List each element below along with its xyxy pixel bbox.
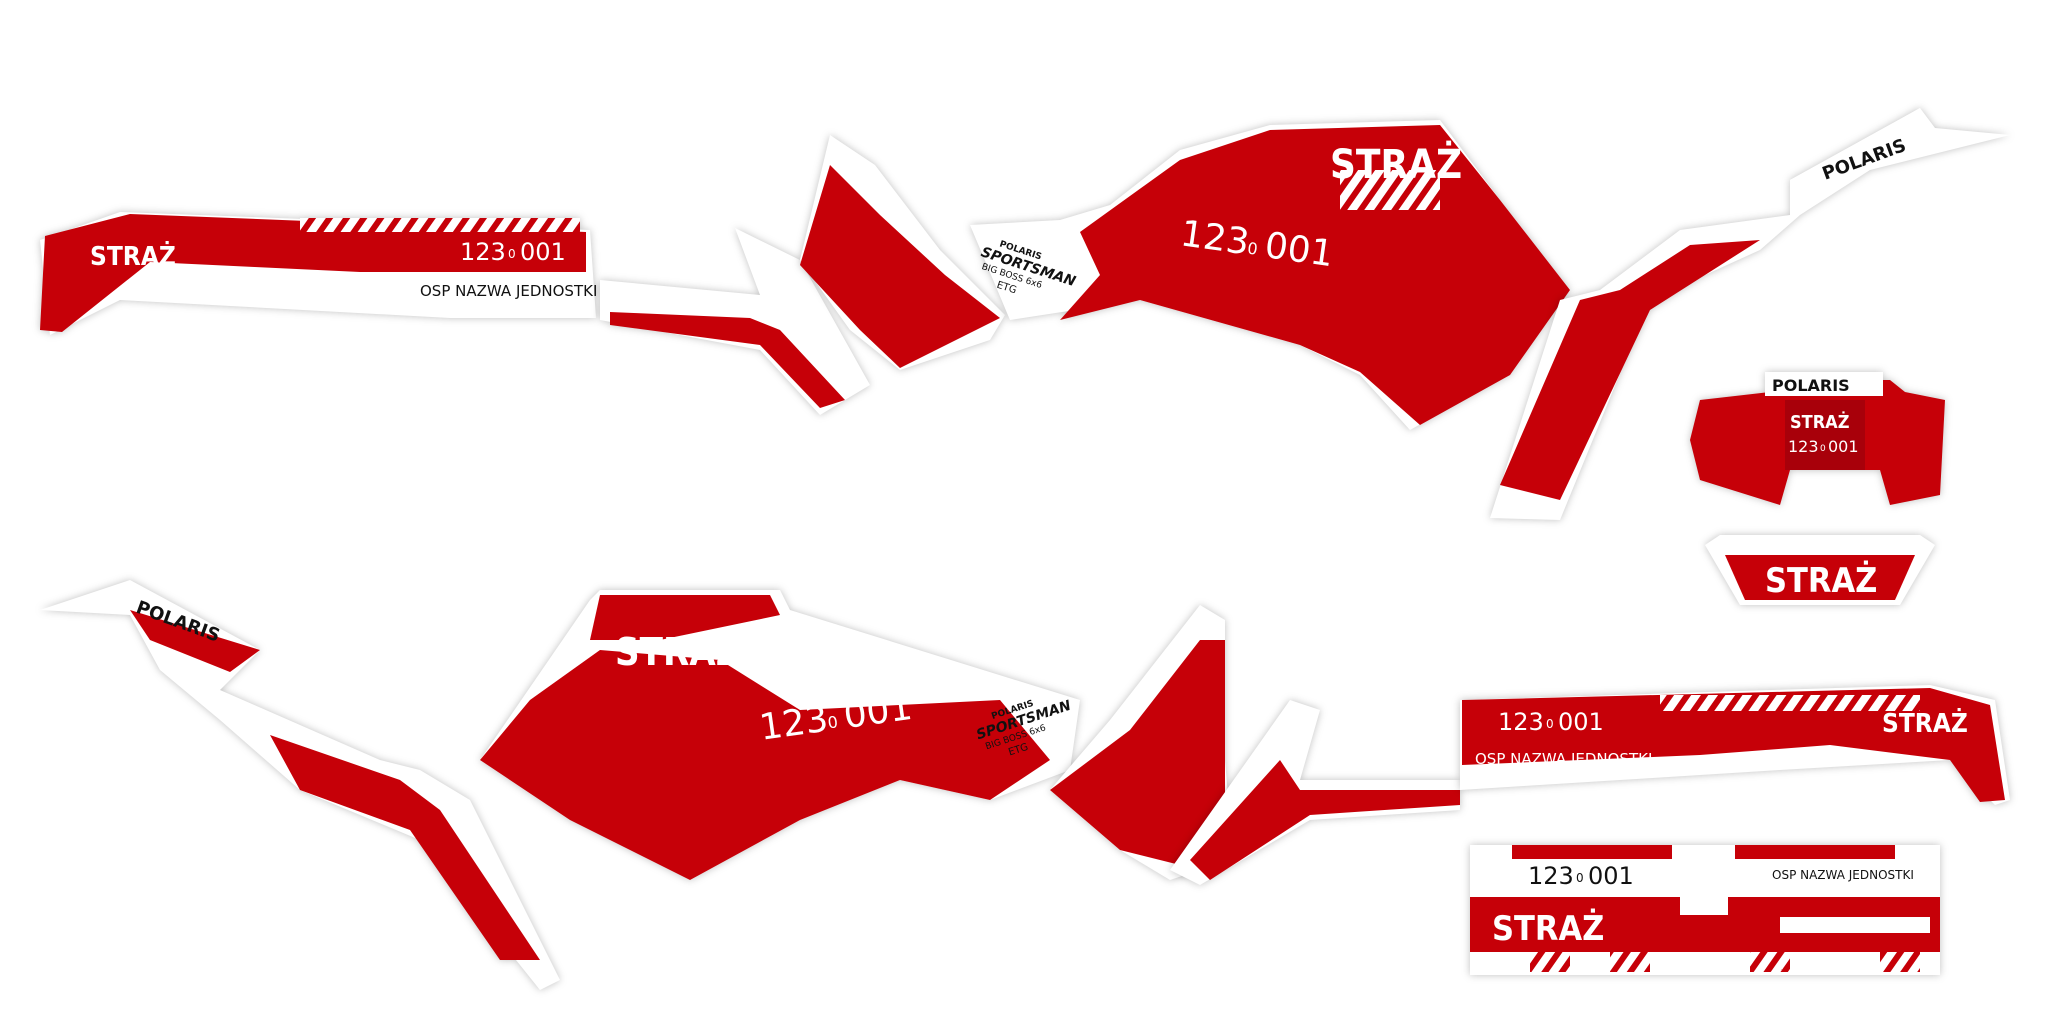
- straz-label: STRAŻ: [1882, 707, 1968, 739]
- unit-name-label: OSP NAZWA JEDNOSTKI: [420, 282, 597, 300]
- straz-label: STRAŻ: [1765, 560, 1877, 601]
- polaris-logo: POLARIS: [1772, 376, 1850, 395]
- rear-side-strip-bottom: 123 0 001 OSP NAZWA JEDNOSTKI STRAŻ: [1460, 685, 2010, 805]
- number-suffix: 001: [1262, 225, 1336, 275]
- number-mid: 0: [1546, 717, 1554, 731]
- front-fender-bottom: POLARIS: [40, 580, 560, 990]
- rear-connector-top: [600, 228, 870, 415]
- number-suffix: 001: [841, 687, 915, 737]
- rear-plate-panel: 123 0 001 OSP NAZWA JEDNOSTKI STRAŻ: [1470, 845, 1940, 975]
- number-suffix: 001: [1558, 708, 1604, 736]
- number-mid: 0: [826, 712, 839, 732]
- rear-side-strip-top: STRAŻ 123 0 001 OSP NAZWA JEDNOSTKI: [40, 212, 597, 335]
- number-prefix: 123: [1528, 862, 1574, 890]
- number-mid: 0: [1246, 239, 1259, 259]
- number-prefix: 123: [460, 238, 506, 266]
- tank-panel-bottom: STRAŻ 123 0 001 POLARIS SPORTSMAN BIG BO…: [480, 590, 1080, 880]
- number-mid: 0: [508, 247, 516, 261]
- number-prefix: 123: [1178, 213, 1252, 263]
- number-prefix: 123: [757, 699, 831, 749]
- number-suffix: 001: [520, 238, 566, 266]
- unit-name-label: OSP NAZWA JEDNOSTKI: [1475, 750, 1652, 768]
- side-panel-bottom: [1050, 605, 1230, 880]
- number-suffix: 001: [1588, 862, 1634, 890]
- number-mid: 0: [1576, 871, 1584, 885]
- straz-label: STRAŻ: [90, 240, 176, 272]
- straz-label: STRAŻ: [1330, 140, 1462, 188]
- number-prefix: 123: [1498, 708, 1544, 736]
- straz-label: STRAŻ: [615, 630, 741, 674]
- rear-connector-bottom: [1170, 700, 1460, 885]
- straz-small-badge: STRAŻ: [1705, 535, 1935, 605]
- front-panel-small: POLARIS STRAŻ 123 0 001: [1690, 372, 1945, 505]
- straz-label: STRAŻ: [1790, 411, 1850, 433]
- tank-panel-top: STRAŻ 123 0 001 POLARIS SPORTSMAN BIG BO…: [970, 120, 1570, 430]
- number-prefix: 123: [1788, 437, 1819, 456]
- number-suffix: 001: [1828, 437, 1859, 456]
- unit-name-label: OSP NAZWA JEDNOSTKI: [1772, 868, 1914, 882]
- straz-label: STRAŻ: [1492, 908, 1604, 949]
- number-mid: 0: [1820, 444, 1826, 454]
- side-panel-top: [800, 135, 1005, 370]
